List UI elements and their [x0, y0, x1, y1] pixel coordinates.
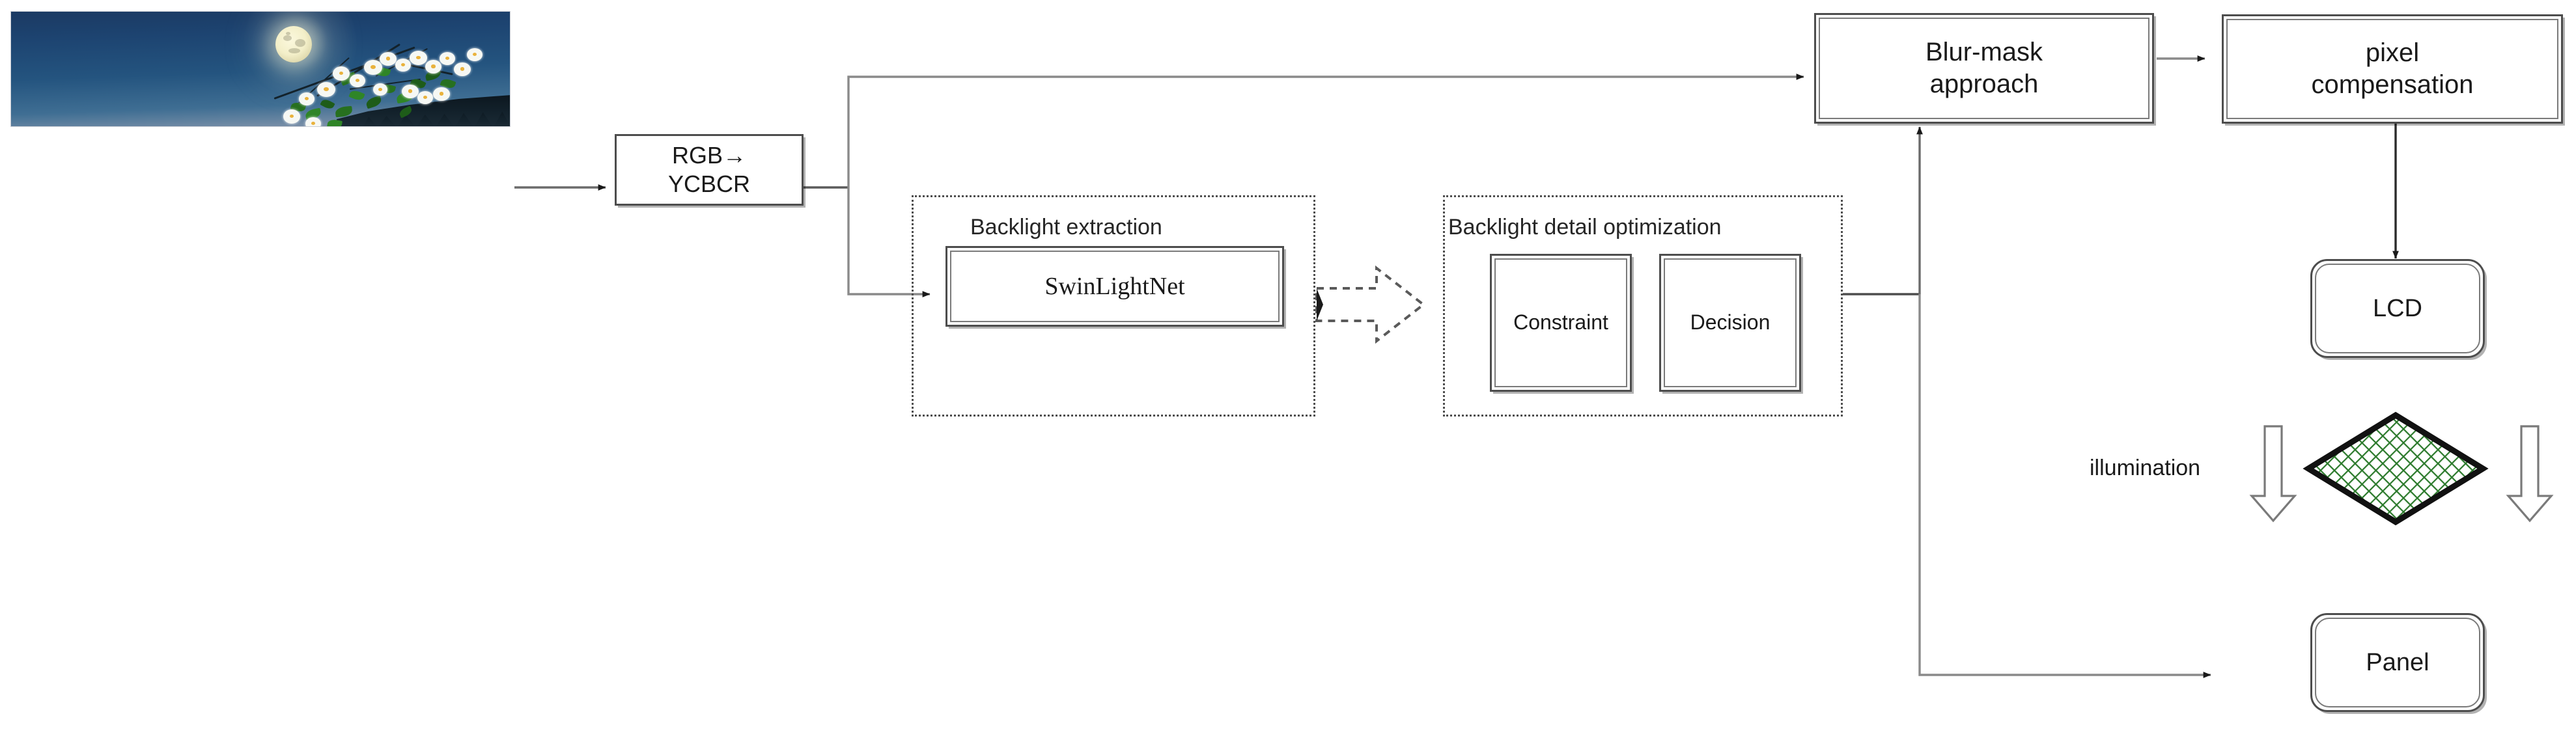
group-backlight-detail-optimization-title: Backlight detail optimization [1448, 215, 1722, 240]
node-panel[interactable]: Panel [2310, 613, 2485, 712]
node-swinlightnet[interactable]: SwinLightNet [945, 246, 1284, 327]
green-mesh-diamond-icon [2303, 411, 2489, 526]
node-rgb-to-ycbcr-line2: YCBCR [667, 171, 751, 197]
node-panel-label: Panel [2366, 648, 2429, 676]
node-pixel-compensation[interactable]: pixel compensation [2222, 14, 2563, 124]
node-blur-mask-line2: approach [1929, 70, 2039, 98]
node-decision[interactable]: Decision [1659, 254, 1801, 392]
node-lcd[interactable]: LCD [2310, 259, 2485, 358]
group-backlight-detail-optimization [1443, 195, 1843, 417]
node-constraint[interactable]: Constraint [1490, 254, 1632, 392]
moon-icon [275, 26, 312, 62]
node-blur-mask-approach[interactable]: Blur-mask approach [1814, 13, 2154, 124]
node-blur-mask-line1: Blur-mask [1925, 38, 2043, 67]
group-backlight-extraction-title: Backlight extraction [970, 215, 1162, 240]
node-constraint-label: Constraint [1513, 310, 1608, 335]
node-rgb-to-ycbcr-line1: RGB→ [671, 142, 746, 169]
node-pixel-compensation-line2: compensation [2311, 70, 2474, 99]
node-swinlightnet-label: SwinLightNet [1044, 272, 1185, 300]
node-decision-label: Decision [1690, 310, 1771, 335]
input-image-moon-blossoms [10, 11, 511, 127]
group-backlight-extraction [912, 195, 1315, 417]
node-pixel-compensation-line1: pixel [2365, 38, 2420, 68]
node-lcd-label: LCD [2372, 294, 2423, 322]
illumination-label: illumination [2090, 456, 2201, 480]
node-rgb-to-ycbcr[interactable]: RGB→ YCBCR [615, 134, 804, 206]
